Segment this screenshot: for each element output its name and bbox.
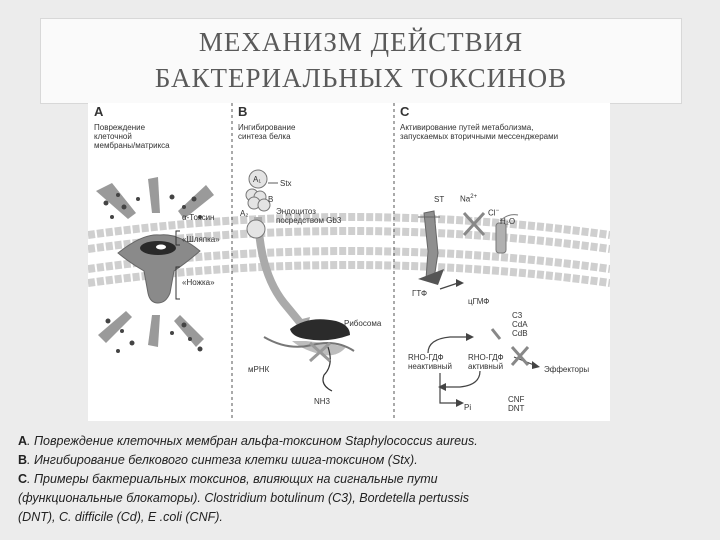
shiga-toxin <box>245 169 278 212</box>
caption-b-letter: B <box>18 453 28 467</box>
caption-line-4: (функциональные блокаторы). Clostridium … <box>18 491 470 505</box>
panel-a-heading-3: мембраны/матрикса <box>94 141 170 150</box>
a2-label: A₂ <box>240 209 249 218</box>
panel-c-heading-1: Активирование путей метаболизма, <box>400 123 534 132</box>
nh3-label: NH3 <box>314 397 331 406</box>
ribosome-label: Рибосома <box>344 319 382 328</box>
toxin-cnf-label: CNF <box>508 395 525 404</box>
na-text: Na <box>460 194 471 204</box>
effectors-label: Эффекторы <box>544 365 590 374</box>
toxin-arrows-a <box>96 177 214 347</box>
figure-caption: A. Повреждение клеточных мембран альфа-т… <box>18 432 708 527</box>
stx-label: Stx <box>280 179 292 188</box>
caption-c-letter: C <box>18 472 28 486</box>
rho-inactive-label-1: RHO-ГДФ <box>408 353 444 362</box>
cl-label: Cl− <box>488 207 499 218</box>
rho-active-label-2: активный <box>468 362 504 371</box>
b-subunit-label: B <box>268 195 274 204</box>
rho-active-label-1: RHO-ГДФ <box>468 353 504 362</box>
caption-line-5: (DNT), C. difficile (Cd), E .coli (CNF). <box>18 510 223 524</box>
caption-line-b: B. Ингибирование белкового синтеза клетк… <box>18 451 708 470</box>
panel-a-heading-2: клеточной <box>94 132 132 141</box>
panel-c-letter: C <box>400 104 410 119</box>
mechanism-diagram <box>88 103 610 421</box>
panel-b-letter: B <box>238 104 248 119</box>
alpha-toxin-label: α-Токсин <box>182 213 215 222</box>
toxin-c3-label: C3 <box>512 311 523 320</box>
cl-channel-block <box>462 211 486 237</box>
diagram-area: A Повреждение клеточной мембраны/матрикс… <box>88 103 610 421</box>
cap-label: «Шляпка» <box>182 235 220 244</box>
gtp-cgmp-arrow <box>439 279 464 290</box>
panel-b-heading-2: синтеза белка <box>238 132 291 141</box>
na-label: Na2+ <box>460 193 477 204</box>
panel-a-letter: A <box>94 104 104 119</box>
na-superscript: 2+ <box>470 194 478 200</box>
title-box: МЕХАНИЗМ ДЕЙСТВИЯ БАКТЕРИАЛЬНЫХ ТОКСИНОВ <box>40 18 682 104</box>
toxin-dnt-label: DNT <box>508 404 525 413</box>
st-receptor <box>418 210 444 285</box>
panel-a-heading-1: Повреждение <box>94 123 146 132</box>
caption-b-text: . Ингибирование белкового синтеза клетки… <box>27 453 418 467</box>
slide-title-line-1: МЕХАНИЗМ ДЕЙСТВИЯ <box>198 27 524 57</box>
toxin-cda-label: CdA <box>512 320 528 329</box>
ribosome <box>263 319 355 392</box>
mrna-label: мРНК <box>248 365 270 374</box>
endocytosis-label-1: Эндоцитоз <box>276 207 316 216</box>
alpha-toxin-pore <box>117 234 201 304</box>
h2o-label: H₂O <box>500 217 516 226</box>
panel-c-heading-2: запускаемых вторичными мессенджерами <box>400 132 559 141</box>
pi-label: Pi <box>464 403 472 412</box>
a1-label: A₁ <box>253 175 262 184</box>
caption-line-c: C. Примеры бактериальных токсинов, влияю… <box>18 470 708 489</box>
rho-inactive-label-2: неактивный <box>408 362 452 371</box>
toxin-particles-a <box>103 193 203 353</box>
slide-title-line-2: БАКТЕРИАЛЬНЫХ ТОКСИНОВ <box>154 63 568 93</box>
caption-a-letter: A <box>18 434 28 448</box>
rho-block-marks <box>490 328 530 366</box>
brackets-a <box>175 230 180 300</box>
st-label: ST <box>434 195 445 204</box>
toxin-cdb-label: CdB <box>512 329 528 338</box>
na-channel <box>495 214 519 254</box>
caption-c-text: . Примеры бактериальных токсинов, влияющ… <box>27 472 438 486</box>
cgmp-label: цГМФ <box>468 297 490 306</box>
cl-superscript: − <box>495 208 500 214</box>
cl-text: Cl <box>488 208 496 218</box>
endocytosis-label-2: посредством Gb3 <box>276 216 342 225</box>
caption-a-text: . Повреждение клеточных мембран альфа-то… <box>27 434 478 448</box>
panel-b-heading-1: Ингибирование <box>238 123 296 132</box>
caption-line-a: A. Повреждение клеточных мембран альфа-т… <box>18 432 708 451</box>
gtp-label: ГТФ <box>412 289 428 298</box>
leg-label: «Ножка» <box>182 278 215 287</box>
